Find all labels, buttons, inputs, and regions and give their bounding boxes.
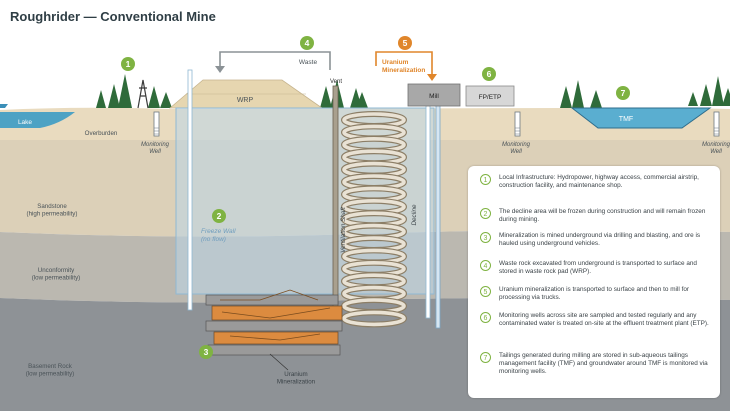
waste-arrowhead: [215, 66, 225, 73]
label-overburden: Overburden: [85, 130, 118, 137]
badge-number: 7: [621, 88, 626, 98]
badge-number: 3: [204, 347, 209, 357]
uranium-arrowhead: [427, 74, 437, 81]
power-pylon-icon: [137, 79, 149, 109]
uranium-arrow: [375, 51, 433, 74]
label-fp-etp: FP/ETP: [479, 94, 502, 101]
legend-number: 6: [480, 312, 491, 323]
legend-item-4: 4 Waste rock excavated from underground i…: [480, 260, 712, 276]
legend-text: Mineralization is mined underground via …: [499, 232, 701, 247]
monitoring-well-2: [514, 111, 521, 137]
monitoring-well-3: [713, 111, 720, 137]
badge-2: [212, 209, 226, 223]
label-freeze-wall: Freeze Wall(no flow): [201, 228, 236, 243]
label-basement-rock: Basement Rock(low permeability): [26, 363, 74, 377]
badge-number: 6: [487, 69, 492, 79]
legend-panel: 1 Local Infrastructure: Hydropower, highw…: [468, 166, 720, 398]
legend-text: Waste rock excavated from underground is…: [499, 260, 697, 275]
boat-icon: [0, 104, 8, 108]
label-mill: Mill: [429, 93, 439, 100]
label-wrp: WRP: [237, 97, 254, 104]
page-title: Roughrider — Conventional Mine: [10, 9, 216, 24]
monitoring-well-1: [153, 111, 160, 137]
legend-number: 3: [480, 232, 491, 243]
sky: [0, 0, 730, 108]
label-lake: Lake: [18, 119, 32, 126]
legend-number: 2: [480, 208, 491, 219]
tmf-pond: [570, 107, 712, 129]
label-tmf: TMF: [619, 116, 633, 123]
badge-number: 2: [217, 211, 222, 221]
decline-spiral: [341, 111, 407, 328]
label-waste: Waste: [299, 59, 318, 66]
badge-number: 5: [403, 38, 408, 48]
legend-number: 4: [480, 260, 491, 271]
badge-1: [121, 57, 135, 71]
badge-3: [199, 345, 213, 359]
legend-text: Local Infrastructure: Hydropower, highwa…: [499, 174, 699, 189]
badge-6: [482, 67, 496, 81]
label-decline: Decline: [411, 204, 418, 225]
trees-left: [96, 74, 172, 108]
badge-7: [616, 86, 630, 100]
legend-item-1: 1 Local Infrastructure: Hydropower, highw…: [480, 174, 712, 190]
legend-text: Monitoring wells across site are sampled…: [499, 312, 709, 327]
legend-number: 5: [480, 286, 491, 297]
legend-item-5: 5 Uranium mineralization is transported t…: [480, 286, 712, 302]
decline-pipe: [435, 97, 441, 329]
label-sandstone: Sandstone(high permeability): [27, 203, 78, 217]
label-vent: Vent: [330, 79, 342, 85]
ore-callout-line: [269, 353, 289, 371]
ore-body: [205, 289, 343, 356]
badge-5: [398, 36, 412, 50]
legend-number: 1: [480, 174, 491, 185]
legend-text: The decline area will be frozen during c…: [499, 208, 706, 223]
lake: [0, 112, 75, 128]
badge-4: [300, 36, 314, 50]
legend-item-7: 7 Tailings generated during milling are s…: [480, 352, 712, 376]
ventilation-shaft: [332, 85, 339, 317]
legend-text: Uranium mineralization is transported to…: [499, 286, 690, 301]
legend-number: 7: [480, 352, 491, 363]
legend-item-2: 2 The decline area will be frozen during …: [480, 208, 712, 224]
fp-etp-building: [465, 85, 515, 107]
trees-right: [560, 76, 730, 108]
freeze-pipe-right: [425, 97, 431, 319]
mill-building: [407, 83, 461, 107]
badge-number: 4: [305, 38, 310, 48]
waste-arrow: [219, 51, 331, 70]
legend-item-3: 3 Mineralization is mined underground via…: [480, 232, 712, 248]
legend-item-6: 6 Monitoring wells across site are sample…: [480, 312, 712, 328]
legend-text: Tailings generated during milling are st…: [499, 352, 708, 375]
decline-turn-highlight: [342, 310, 406, 327]
badge-number: 1: [126, 59, 131, 69]
label-ventilation-shaft: Ventilation Shaft: [340, 207, 347, 253]
freeze-pipe-left: [187, 69, 193, 311]
label-unconformity: Unconformity(low permeability): [32, 267, 80, 281]
